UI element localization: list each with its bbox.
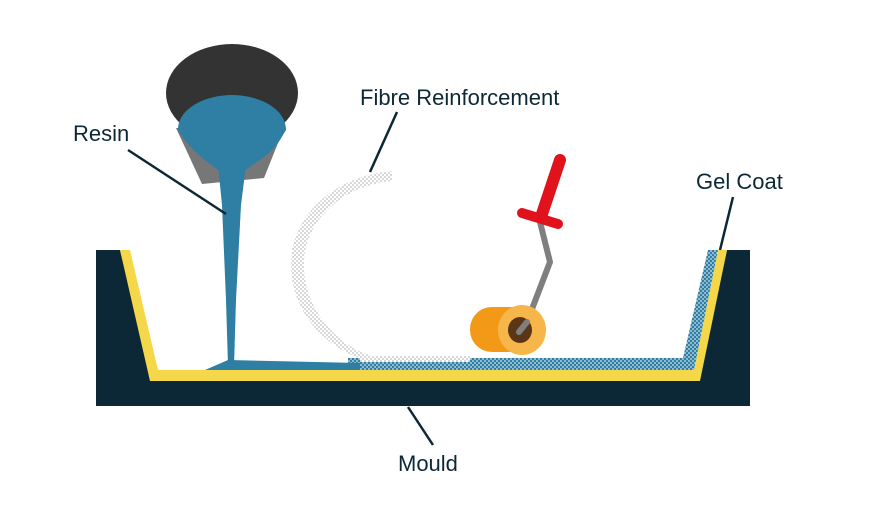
fibre-reinforcement-label: Fibre Reinforcement: [360, 85, 559, 110]
bucket-icon: [166, 44, 298, 184]
gel-coat-leader-line: [718, 196, 735, 251]
roller-handle-grip: [536, 154, 566, 220]
bucket-resin-surface: [178, 95, 286, 170]
fibre-sheet-flat: [360, 356, 470, 362]
mould-label: Mould: [398, 451, 458, 476]
fibre-reinforcement-sheet: [291, 171, 440, 362]
resin-label: Resin: [73, 121, 129, 146]
roller-rod: [524, 221, 553, 324]
gel-coat-label: Gel Coat: [696, 169, 783, 194]
mould-leader-line: [406, 406, 435, 446]
paint-roller-icon: [470, 154, 566, 355]
resin-stream: [218, 165, 246, 366]
roller-handle-crossbar: [517, 208, 563, 229]
roller-rod-tip: [516, 319, 530, 335]
resin-leader-line: [127, 148, 227, 216]
mould: [96, 250, 750, 406]
resin-pool: [205, 360, 360, 370]
fibre-leader-line: [368, 111, 399, 173]
